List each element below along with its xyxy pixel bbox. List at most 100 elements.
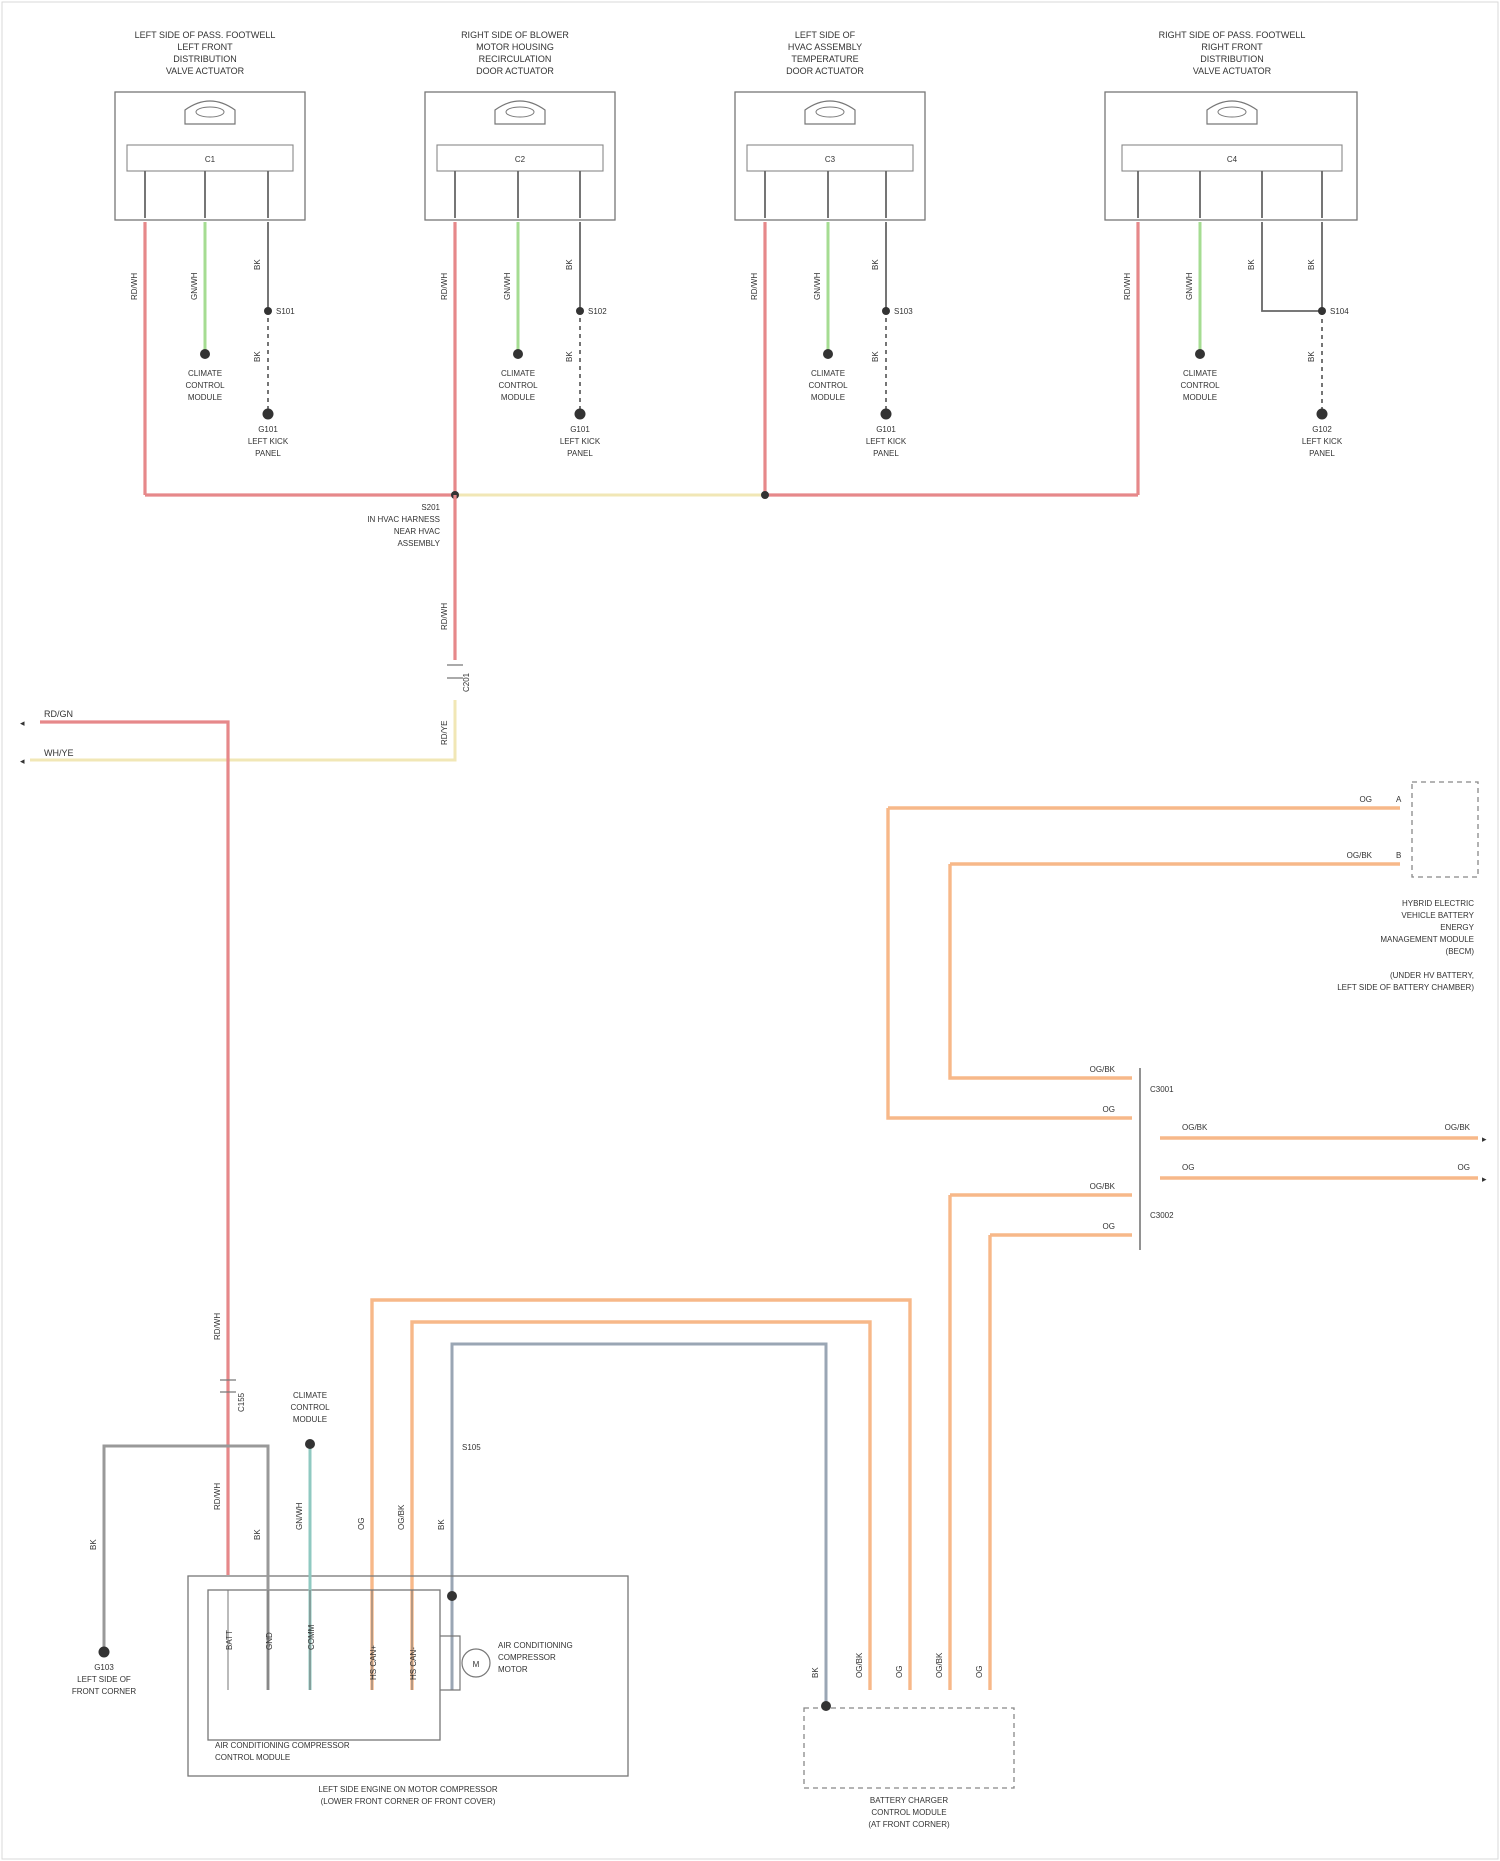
feed-label-1: RD/GN (44, 709, 73, 719)
svg-text:CONTROL: CONTROL (290, 1403, 330, 1412)
svg-text:PANEL: PANEL (255, 449, 281, 458)
svg-text:B: B (1396, 851, 1401, 860)
svg-text:OG: OG (975, 1666, 984, 1678)
svg-text:OG: OG (1182, 1163, 1194, 1172)
svg-text:CLIMATE: CLIMATE (501, 369, 535, 378)
svg-text:OG: OG (895, 1666, 904, 1678)
becm-label: HYBRID ELECTRIC (1402, 899, 1474, 908)
svg-text:CONTROL: CONTROL (498, 381, 538, 390)
svg-text:CLIMATE: CLIMATE (293, 1391, 327, 1400)
svg-text:S101: S101 (276, 307, 295, 316)
svg-text:BK: BK (253, 351, 262, 362)
arrow-right-icon: ▸ (1482, 1134, 1487, 1144)
svg-text:CLIMATE: CLIMATE (1183, 369, 1217, 378)
svg-text:RD/WH: RD/WH (750, 273, 759, 300)
svg-text:OG/BK: OG/BK (397, 1504, 406, 1530)
ground-icon (263, 409, 274, 420)
svg-text:OG/BK: OG/BK (1445, 1123, 1471, 1132)
battery-energy-module: OG A OG/BK B HYBRID ELECTRIC VEHICLE BAT… (888, 782, 1478, 992)
svg-text:HS CAN+: HS CAN+ (369, 1645, 378, 1680)
ground-icon (99, 1647, 110, 1658)
svg-text:GN/WH: GN/WH (295, 1502, 304, 1530)
compressor-caption: LEFT SIDE ENGINE ON MOTOR COMPRESSOR (318, 1785, 498, 1794)
splice-main-code: S201 (421, 503, 440, 512)
svg-text:CLIMATE: CLIMATE (188, 369, 222, 378)
ground-left-code: G103 (94, 1663, 114, 1672)
svg-text:MODULE: MODULE (501, 393, 535, 402)
feed-arrow-icon: ◂ (20, 756, 25, 766)
svg-text:HS CAN-: HS CAN- (409, 1647, 418, 1680)
svg-text:COMPRESSOR: COMPRESSOR (498, 1653, 556, 1662)
svg-text:LEFT SIDE OF: LEFT SIDE OF (77, 1675, 131, 1684)
svg-text:TEMPERATURE: TEMPERATURE (791, 54, 858, 64)
svg-text:RD/YE: RD/YE (440, 721, 449, 745)
svg-text:C1: C1 (205, 155, 216, 164)
feed-label-2: WH/YE (44, 748, 74, 758)
svg-text:OG: OG (1458, 1163, 1470, 1172)
svg-text:RD/WH: RD/WH (213, 1483, 222, 1510)
svg-text:OG/BK: OG/BK (1090, 1065, 1116, 1074)
svg-text:BK: BK (565, 259, 574, 270)
svg-text:CONTROL MODULE: CONTROL MODULE (215, 1753, 290, 1762)
svg-text:BATT: BATT (225, 1630, 234, 1650)
svg-text:LEFT KICK: LEFT KICK (1302, 437, 1343, 446)
motor-symbol-icon (1207, 101, 1257, 124)
svg-text:(BECM): (BECM) (1446, 947, 1475, 956)
svg-text:RIGHT FRONT: RIGHT FRONT (1201, 42, 1263, 52)
svg-text:OG: OG (357, 1518, 366, 1530)
svg-text:MANAGEMENT MODULE: MANAGEMENT MODULE (1380, 935, 1474, 944)
svg-text:OG/BK: OG/BK (855, 1652, 864, 1678)
svg-text:DOOR ACTUATOR: DOOR ACTUATOR (476, 66, 554, 76)
junction-connector: OG/BK OG OG/BK OG C3001 C3002 OG/BK OG/B… (888, 808, 1487, 1250)
svg-text:OG: OG (1360, 795, 1372, 804)
svg-text:BK: BK (811, 1667, 820, 1678)
svg-text:CONTROL: CONTROL (808, 381, 848, 390)
svg-text:AIR CONDITIONING: AIR CONDITIONING (498, 1641, 573, 1650)
ground-icon (575, 409, 586, 420)
svg-text:S105: S105 (462, 1443, 481, 1452)
svg-text:FRONT CORNER: FRONT CORNER (72, 1687, 137, 1696)
svg-text:BK: BK (89, 1539, 98, 1550)
svg-text:PANEL: PANEL (567, 449, 593, 458)
ground-icon (881, 409, 892, 420)
svg-text:GN/WH: GN/WH (1185, 272, 1194, 300)
ground-icon (1317, 409, 1328, 420)
svg-text:RD/WH: RD/WH (213, 1313, 222, 1340)
actuator-recirculation: RIGHT SIDE OF BLOWER MOTOR HOUSING RECIR… (425, 30, 615, 495)
compressor-connector: C155 (237, 1392, 246, 1412)
svg-text:(UNDER HV BATTERY,: (UNDER HV BATTERY, (1390, 971, 1474, 980)
svg-text:BK: BK (253, 259, 262, 270)
svg-text:MODULE: MODULE (811, 393, 845, 402)
becm-box (1412, 782, 1478, 877)
svg-text:RD/WH: RD/WH (1123, 273, 1132, 300)
svg-text:RD/WH: RD/WH (130, 273, 139, 300)
svg-text:S103: S103 (894, 307, 913, 316)
svg-text:CLIMATE: CLIMATE (811, 369, 845, 378)
junction-c1: C3001 (1150, 1085, 1174, 1094)
actuator-temperature: LEFT SIDE OF HVAC ASSEMBLY TEMPERATURE D… (735, 30, 925, 495)
svg-text:BK: BK (565, 351, 574, 362)
splice-dot (761, 491, 769, 499)
svg-text:DISTRIBUTION: DISTRIBUTION (173, 54, 237, 64)
svg-text:LEFT KICK: LEFT KICK (248, 437, 289, 446)
arrow-right-icon: ▸ (1482, 1174, 1487, 1184)
feed-arrow-icon: ◂ (20, 718, 25, 728)
svg-text:BK: BK (871, 259, 880, 270)
svg-text:BK: BK (871, 351, 880, 362)
svg-text:C4: C4 (1227, 155, 1238, 164)
compressor-module-title: AIR CONDITIONING COMPRESSOR (215, 1741, 350, 1750)
svg-text:ASSEMBLY: ASSEMBLY (397, 539, 440, 548)
actuator-3-title: LEFT SIDE OF (795, 30, 856, 40)
svg-text:GN/WH: GN/WH (503, 272, 512, 300)
svg-text:G101: G101 (570, 425, 590, 434)
ac-compressor: RD/WH C155 RD/WH BK GN/WH OG OG/BK BK S1… (72, 1313, 628, 1806)
motor-symbol-icon (805, 101, 855, 124)
motor-symbol-icon (495, 101, 545, 124)
svg-text:OG: OG (1103, 1105, 1115, 1114)
svg-text:G101: G101 (258, 425, 278, 434)
actuator-4-title: RIGHT SIDE OF PASS. FOOTWELL (1159, 30, 1306, 40)
svg-text:RECIRCULATION: RECIRCULATION (479, 54, 552, 64)
svg-text:BK: BK (1307, 351, 1316, 362)
svg-text:GN/WH: GN/WH (813, 272, 822, 300)
svg-text:ENERGY: ENERGY (1440, 923, 1474, 932)
